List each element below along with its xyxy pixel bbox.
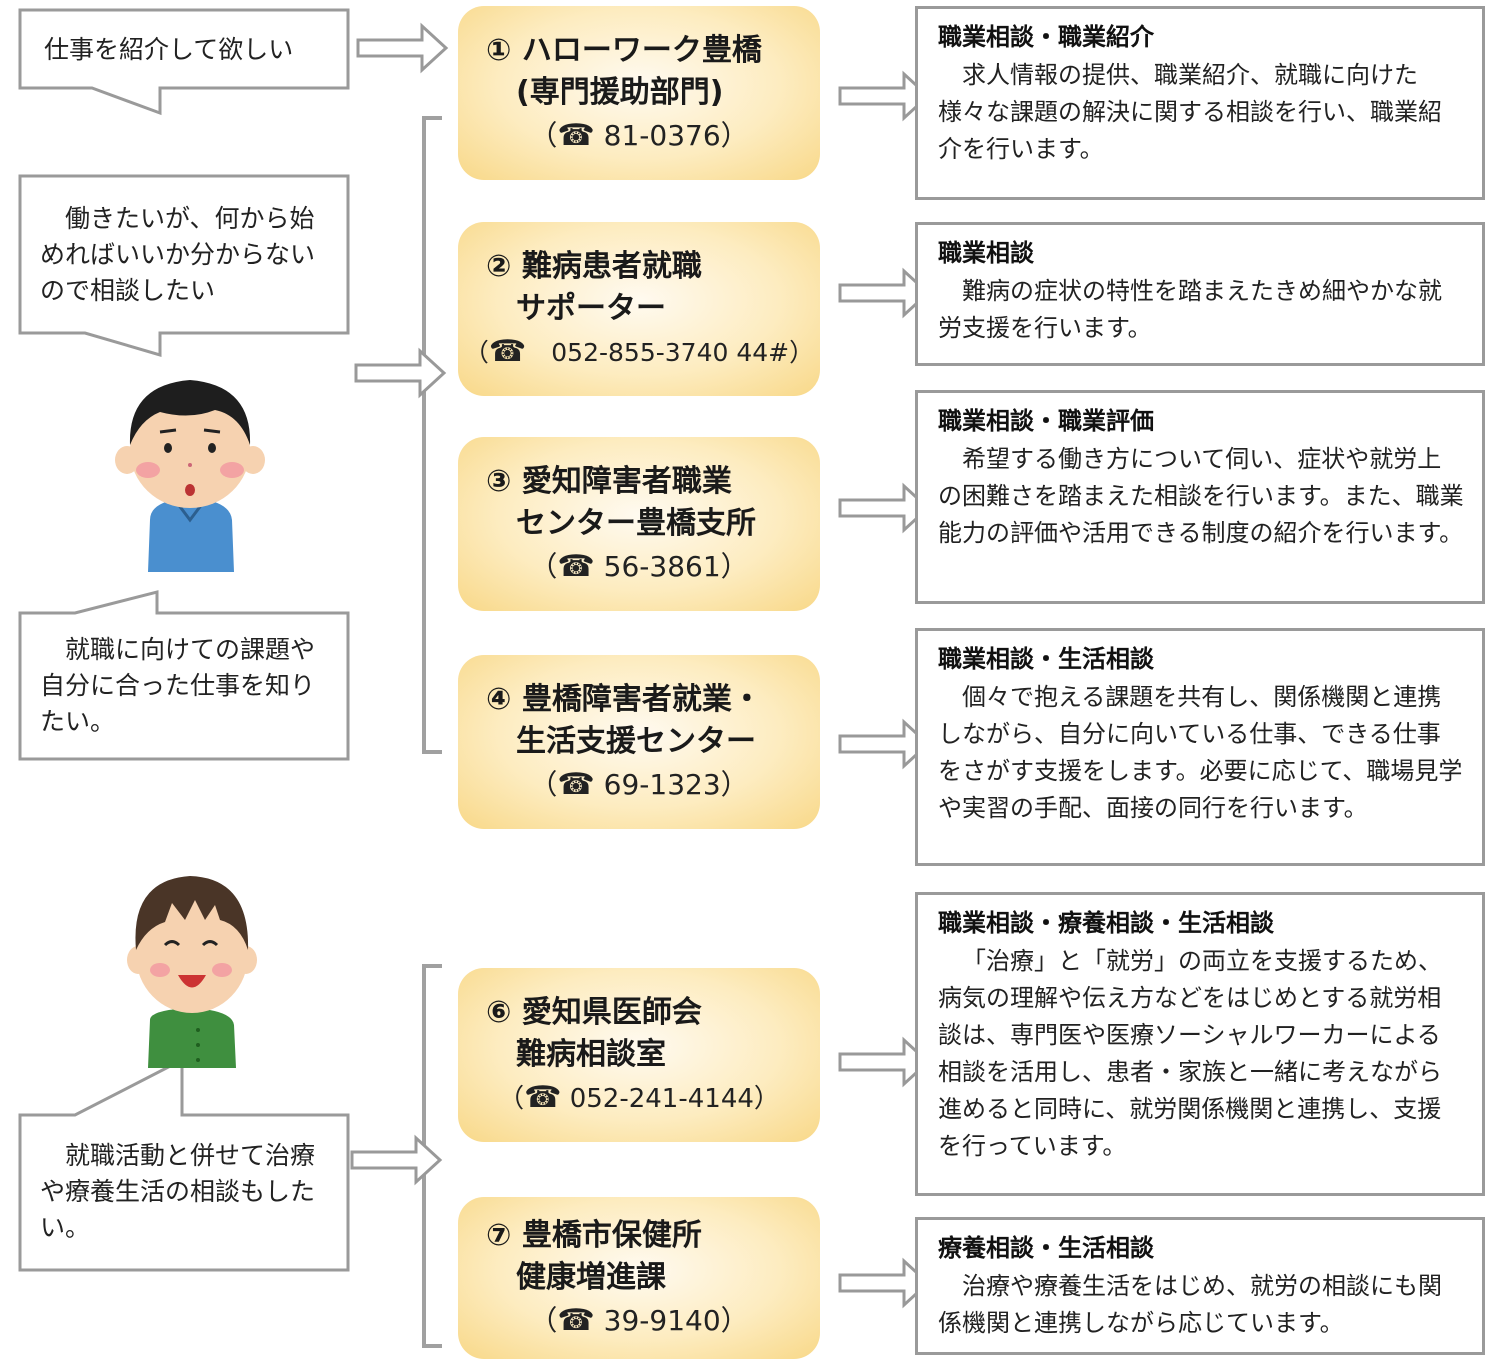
service-heading: 職業相談・療養相談・生活相談 xyxy=(938,909,1274,937)
service-box-6: 療養相談・生活相談 治療や療養生活をはじめ、就労の相談にも関係機関と連携しながら… xyxy=(915,1217,1485,1355)
org-tel: （☎ 56-3861） xyxy=(529,549,749,584)
org-name: ③ 愛知障害者職業 センター豊橋支所 xyxy=(486,464,756,541)
service-description: 治療や療養生活をはじめ、就労の相談にも関係機関と連携しながら応じています。 xyxy=(938,1272,1442,1337)
org-tel: （☎ 052-241-4144） xyxy=(498,1079,780,1115)
service-box-4: 職業相談・生活相談 個々で抱える課題を共有し、関係機関と連携しながら、自分に向い… xyxy=(915,628,1485,866)
org-name: ④ 豊橋障害者就業・ 生活支援センター xyxy=(486,682,762,759)
org-life-support-center[interactable]: ④ 豊橋障害者就業・ 生活支援センター （☎ 69-1323） xyxy=(458,655,820,829)
bubble-know-issues: 就職に向けての課題や自分に合った仕事を知りたい。 xyxy=(40,635,316,736)
man-icon xyxy=(127,876,257,1068)
service-heading: 職業相談・職業紹介 xyxy=(938,23,1154,51)
service-box-1: 職業相談・職業紹介 求人情報の提供、職業紹介、就職に向けた様々な課題の解決に関す… xyxy=(915,6,1485,200)
service-description: 希望する働き方について伺い、症状や就労上の困難さを踏まえた相談を行います。また、… xyxy=(938,445,1464,547)
org-tel: （☎ 39-9140） xyxy=(529,1303,749,1338)
arrow-icon xyxy=(354,349,446,397)
service-box-2: 職業相談 難病の症状の特性を踏まえたきめ細やかな就労支援を行います。 xyxy=(915,222,1485,366)
org-name: ⑥ 愛知県医師会 難病相談室 xyxy=(486,994,702,1072)
phone-icon: ☎ xyxy=(557,1303,595,1338)
org-supporter[interactable]: ② 難病患者就職 サポーター （☎ 052-855-3740 44#） xyxy=(458,222,820,396)
service-heading: 職業相談・生活相談 xyxy=(938,645,1154,673)
service-description: 求人情報の提供、職業紹介、就職に向けた様々な課題の解決に関する相談を行い、職業紹… xyxy=(938,61,1442,163)
bubble-3-shape xyxy=(18,590,350,761)
service-box-5: 職業相談・療養相談・生活相談 「治療」と「就労」の両立を支援するため、病気の理解… xyxy=(915,892,1485,1196)
org-tel: （☎ 69-1323） xyxy=(529,767,749,802)
bracket-upper xyxy=(422,116,442,754)
bubble-2-shape xyxy=(18,174,350,358)
bubble-want-consult: 働きたいが、何から始めればいいか分からないので相談したい xyxy=(40,204,316,305)
org-hellowork[interactable]: ① ハローワーク豊橋 (専門援助部門) （☎ 81-0376） xyxy=(458,6,820,180)
phone-icon: ☎ xyxy=(557,549,595,584)
service-description: 難病の症状の特性を踏まえたきめ細やかな就労支援を行います。 xyxy=(938,277,1442,342)
phone-icon: ☎ xyxy=(524,1079,562,1115)
service-heading: 療養相談・生活相談 xyxy=(938,1234,1154,1262)
org-health-center[interactable]: ⑦ 豊橋市保健所 健康増進課 （☎ 39-9140） xyxy=(458,1197,820,1359)
phone-icon: ☎ xyxy=(488,333,527,369)
org-tel: （☎ 81-0376） xyxy=(529,118,749,153)
org-name: ② 難病患者就職 サポーター xyxy=(486,248,702,326)
service-description: 個々で抱える課題を共有し、関係機関と連携しながら、自分に向いている仕事、できる仕… xyxy=(938,683,1463,822)
phone-icon: ☎ xyxy=(557,118,595,153)
bubble-1-shape xyxy=(18,8,350,116)
phone-icon: ☎ xyxy=(557,767,595,802)
arrow-icon xyxy=(350,1136,442,1184)
org-vocational-center[interactable]: ③ 愛知障害者職業 センター豊橋支所 （☎ 56-3861） xyxy=(458,437,820,611)
service-box-3: 職業相談・職業評価 希望する働き方について伺い、症状や就労上の困難さを踏まえた相… xyxy=(915,390,1485,604)
arrow-icon xyxy=(356,24,448,72)
boy-icon xyxy=(115,380,265,572)
org-name: ① ハローワーク豊橋 (専門援助部門) xyxy=(486,33,762,110)
service-description: 「治療」と「就労」の両立を支援するため、病気の理解や伝え方などをはじめとする就労… xyxy=(938,947,1442,1160)
bubble-treatment: 就職活動と併せて治療や療養生活の相談もしたい。 xyxy=(40,1141,316,1242)
org-medical-association[interactable]: ⑥ 愛知県医師会 難病相談室 （☎ 052-241-4144） xyxy=(458,968,820,1142)
service-heading: 職業相談・職業評価 xyxy=(938,407,1154,435)
service-heading: 職業相談 xyxy=(938,239,1034,267)
bubble-need-job: 仕事を紹介して欲しい xyxy=(44,35,294,64)
org-name: ⑦ 豊橋市保健所 健康増進課 xyxy=(486,1218,702,1295)
org-tel: （☎ 052-855-3740 44#） xyxy=(463,333,815,369)
bubble-4-shape xyxy=(18,1057,350,1272)
